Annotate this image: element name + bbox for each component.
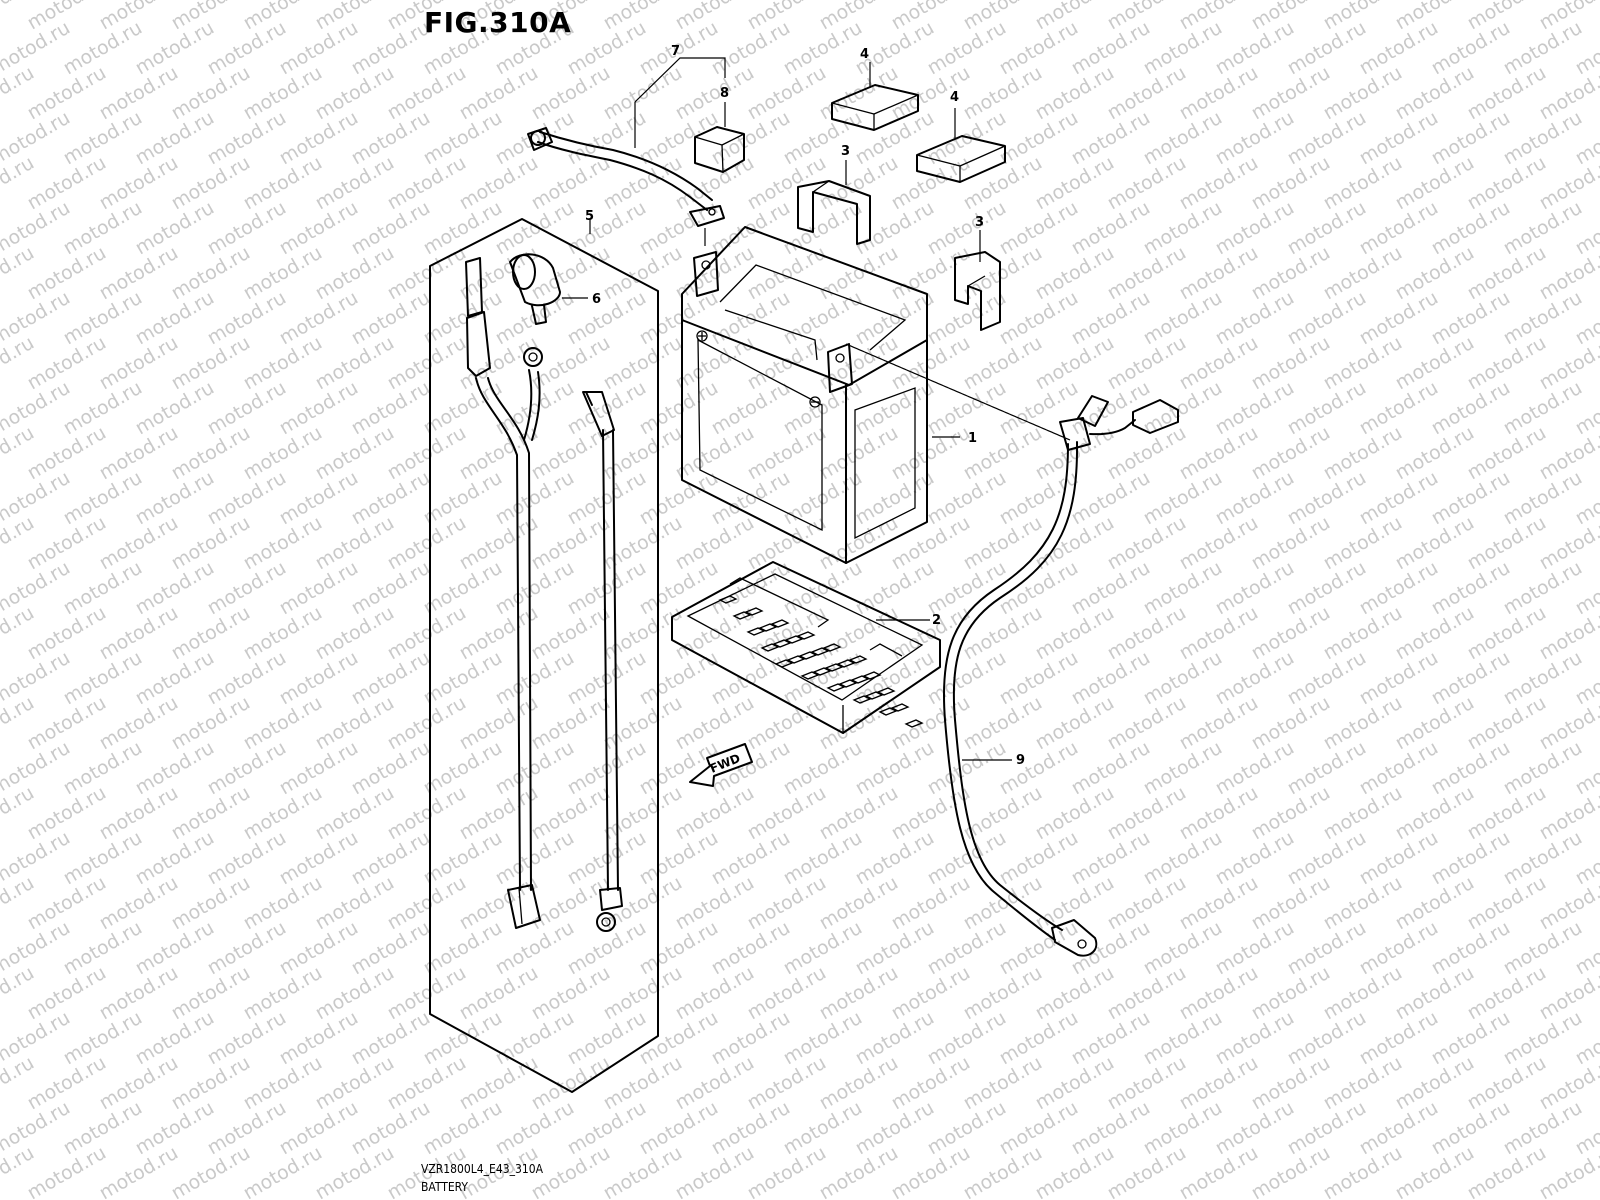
battery-pad-part-3a[interactable]	[797, 180, 871, 245]
negative-lead-part-9[interactable]	[942, 395, 1179, 957]
tray-slot	[770, 619, 790, 628]
leader-lines	[562, 57, 1071, 761]
battery-part-1[interactable]	[681, 226, 928, 564]
tray-slot	[774, 659, 794, 668]
tray-slot	[796, 631, 816, 640]
tray-slot	[718, 595, 738, 604]
callout-7: 7	[671, 44, 680, 59]
callout-3b: 3	[975, 215, 984, 230]
tray-slot	[746, 627, 766, 636]
tray-slot	[852, 695, 872, 704]
terminal-cap-part-6[interactable]	[509, 253, 561, 325]
positive-lead-part-7[interactable]	[527, 127, 725, 246]
callout-9: 9	[1016, 753, 1025, 768]
cushion-part-4b[interactable]	[916, 135, 1006, 183]
callout-2: 2	[932, 613, 941, 628]
tray-slots	[718, 595, 924, 728]
forward-direction-arrow: FWD	[689, 743, 753, 787]
tray-slot	[876, 687, 896, 696]
tray-slot	[824, 663, 844, 672]
tray-slot	[904, 719, 924, 728]
tray-slot	[890, 703, 910, 712]
tray-slot	[784, 635, 804, 644]
tray-slot	[836, 659, 856, 668]
tray-slot	[862, 671, 882, 680]
cushion-part-4a[interactable]	[831, 84, 919, 131]
callout-4a: 4	[860, 47, 869, 62]
tray-slot	[850, 675, 870, 684]
tray-slot	[760, 643, 780, 652]
callout-1: 1	[968, 431, 977, 446]
tray-slot	[822, 643, 842, 652]
battery-pad-part-3b[interactable]	[954, 251, 1001, 331]
battery-tray-part-2[interactable]	[671, 561, 941, 735]
callout-3a: 3	[841, 144, 850, 159]
section-name: BATTERY	[421, 1180, 468, 1194]
tray-slot	[826, 683, 846, 692]
tray-slot	[878, 707, 898, 716]
tray-slot	[744, 607, 764, 616]
tray-slot	[848, 655, 868, 664]
callout-labels: 1 2 3 3 4 4 5 6 7 8 9	[585, 44, 1025, 768]
terminal-cover-part-8[interactable]	[694, 126, 745, 173]
model-code: VZR1800L4_E43_310A	[421, 1162, 543, 1176]
tray-slot	[772, 639, 792, 648]
tray-slot	[838, 679, 858, 688]
tray-slot	[798, 651, 818, 660]
callout-8: 8	[720, 86, 729, 101]
tray-slot	[800, 671, 820, 680]
tray-slot	[786, 655, 806, 664]
tray-slot	[758, 623, 778, 632]
tray-slot	[812, 667, 832, 676]
cable-set-part-5[interactable]	[429, 218, 659, 1093]
tray-slot	[732, 611, 752, 620]
tray-slot	[810, 647, 830, 656]
figure-title: FIG.310A	[424, 6, 572, 39]
tray-slot	[864, 691, 884, 700]
callout-6: 6	[592, 292, 601, 307]
callout-5: 5	[585, 209, 594, 224]
callout-4b: 4	[950, 90, 959, 105]
